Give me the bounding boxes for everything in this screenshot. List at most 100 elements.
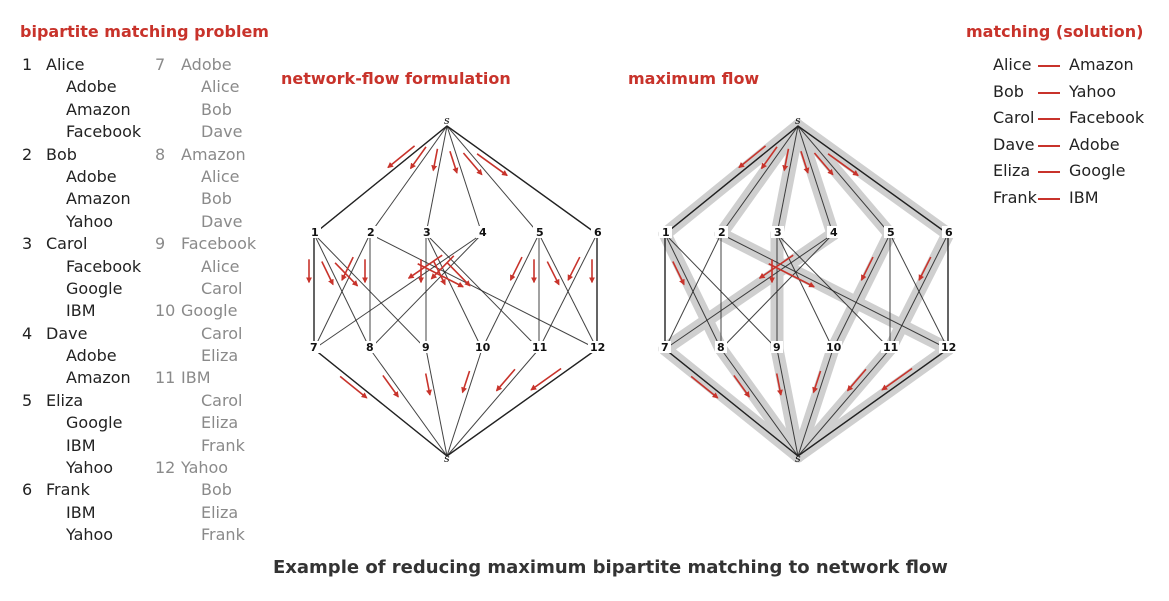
company-name: Google — [181, 301, 238, 321]
company-node-label: 10 — [826, 341, 842, 354]
match-company: Amazon — [1069, 55, 1134, 74]
person-number: 2 — [22, 144, 33, 164]
flow-arrow — [341, 256, 354, 282]
flow-arrow — [461, 370, 471, 394]
match-connector — [1038, 65, 1060, 67]
company-number: 11 — [155, 368, 176, 388]
pipe-edge — [425, 348, 448, 457]
solution-heading: matching (solution) — [966, 22, 1144, 41]
person-number: 1 — [22, 55, 33, 74]
flow-arrow — [462, 152, 483, 176]
flow-arrow — [424, 373, 432, 396]
match-person: Dave — [993, 134, 1035, 154]
flow-arrow — [846, 368, 867, 392]
company-number: 8 — [155, 144, 166, 164]
flow-arrow — [339, 375, 368, 399]
pipe-edge — [720, 233, 949, 350]
flow-arrow — [430, 255, 455, 280]
pipe-edge — [797, 348, 891, 457]
person-node-label: 5 — [887, 226, 895, 239]
node-bg — [476, 226, 489, 238]
person-node-label: 1 — [311, 226, 319, 239]
match-connector — [1038, 144, 1060, 147]
flow-arrow — [387, 145, 416, 169]
node-bg — [771, 341, 783, 353]
person-option: Amazon — [66, 99, 131, 119]
pipe-edge — [776, 233, 891, 350]
company-number: 9 — [155, 234, 166, 254]
person-option: Yahoo — [66, 525, 114, 545]
match-company: Yahoo — [1069, 81, 1117, 101]
pipe-edge — [664, 233, 722, 350]
pipe-edge — [664, 233, 834, 350]
source-label: s — [795, 114, 801, 127]
person-node-label: 1 — [662, 226, 670, 239]
person-node-label: 4 — [479, 226, 487, 239]
flow-arrow — [334, 262, 359, 287]
flow-arrow — [690, 375, 719, 399]
match-person: Carol — [993, 108, 1035, 128]
company-name: IBM — [181, 368, 211, 388]
node-bg — [530, 341, 548, 353]
person-name: Bob — [46, 144, 77, 164]
node-bg — [308, 226, 321, 238]
node-bg — [884, 226, 897, 238]
person-option: IBM — [66, 435, 96, 455]
company-node-label: 8 — [717, 341, 725, 354]
flow-arrow — [382, 374, 399, 398]
flow-arrow — [446, 262, 471, 287]
company-option: Alice — [201, 166, 240, 186]
company-option: Dave — [201, 122, 243, 142]
sink-label: s — [444, 452, 450, 465]
node-bg — [591, 226, 604, 238]
flow-arrow — [738, 145, 767, 169]
node-bg — [715, 341, 727, 353]
company-node-label: 11 — [883, 341, 898, 354]
maxflow-heading: maximum flow — [628, 69, 760, 88]
node-bg — [824, 341, 842, 353]
flow-arrow — [860, 256, 874, 281]
pipe-edge — [425, 233, 540, 350]
match-company: Facebook — [1069, 108, 1145, 128]
flow-arrow — [567, 256, 581, 281]
match-company: Adobe — [1069, 134, 1120, 154]
company-option: Carol — [201, 390, 243, 410]
company-node-label: 12 — [590, 341, 605, 354]
person-number: 4 — [22, 323, 33, 343]
flow-arrow — [431, 148, 439, 172]
company-option: Bob — [201, 480, 232, 500]
pipe-edge — [538, 233, 598, 350]
flow-arrow — [449, 151, 459, 174]
person-option: Google — [66, 278, 123, 298]
company-option: Frank — [201, 525, 245, 545]
company-name: Amazon — [181, 144, 246, 164]
company-number: 10 — [155, 301, 176, 321]
company-option: Carol — [201, 278, 243, 298]
pipe-edge — [313, 233, 371, 350]
pipe-edge — [720, 348, 799, 457]
flow-arrow — [800, 151, 810, 174]
flow-arrow — [733, 374, 750, 398]
flow-arrow — [760, 146, 778, 170]
flow-arrow — [881, 367, 913, 391]
person-node-label: 3 — [423, 226, 431, 239]
node-bg — [827, 226, 840, 238]
pipe-edge — [797, 125, 834, 235]
node-bg — [420, 226, 433, 238]
node-bg — [364, 341, 376, 353]
node-bg — [939, 341, 957, 353]
match-person: Bob — [993, 81, 1024, 101]
match-connector — [1038, 197, 1060, 200]
person-option: Adobe — [66, 166, 117, 186]
person-node-label: 2 — [367, 226, 375, 239]
company-option: Eliza — [201, 413, 239, 433]
node-bg — [659, 226, 672, 238]
company-option: Alice — [201, 77, 240, 97]
match-connector — [1038, 171, 1060, 174]
person-node-label: 6 — [594, 226, 602, 239]
person-node-label: 2 — [718, 226, 726, 239]
person-node-label: 6 — [945, 226, 953, 239]
flow-arrow — [530, 367, 562, 391]
